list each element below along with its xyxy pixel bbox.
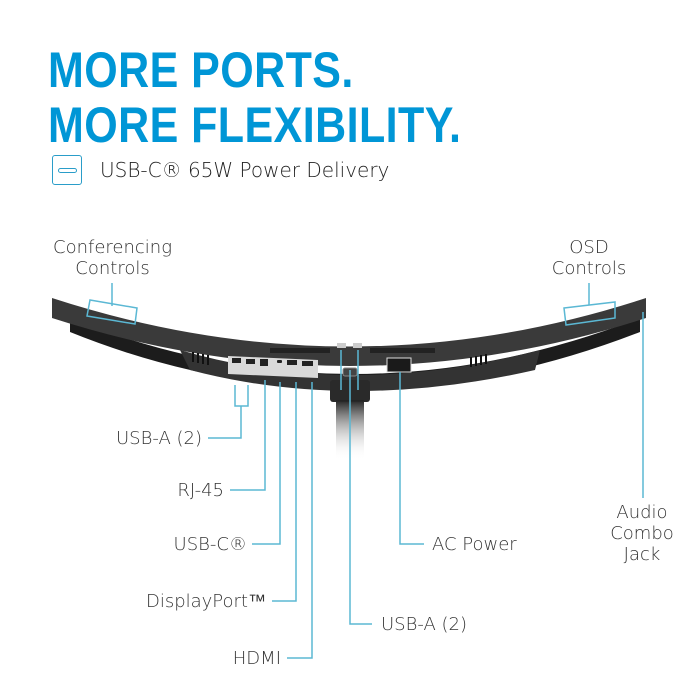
feature-usb-c-power: USB-C® 65W Power Delivery [52, 155, 389, 185]
headline-line-1: MORE PORTS. [48, 42, 354, 98]
callout-osd-line2: Controls [551, 258, 627, 279]
usb-a-port-1 [232, 358, 241, 363]
callout-displayport: DisplayPort™ [145, 591, 266, 612]
ac-power-socket [386, 357, 412, 373]
feature-label: USB-C® 65W Power Delivery [100, 158, 390, 182]
callout-rj45: RJ-45 [177, 480, 224, 501]
headline-line-2: MORE FLEXIBILITY. [48, 97, 462, 153]
callout-osd-controls: OSD Controls [540, 237, 638, 279]
usb-c-icon [52, 155, 82, 185]
callout-audio-line3: Jack [623, 544, 661, 565]
callout-usb-a-left: USB-A (2) [115, 428, 202, 449]
displayport-port [287, 360, 297, 365]
callout-osd-line1: OSD [569, 237, 609, 258]
hdmi-port [302, 361, 313, 366]
callout-conferencing-line1: Conferencing [53, 237, 172, 258]
callout-audio-line1: Audio [616, 502, 668, 523]
usb-a-center-port-2 [353, 343, 362, 348]
callout-ac-power: AC Power [432, 534, 517, 555]
callout-hdmi: HDMI [232, 648, 281, 669]
rj45-port [260, 359, 268, 366]
callout-conferencing-line2: Controls [75, 258, 150, 279]
usb-a-port-2 [246, 359, 255, 364]
callout-usb-a-center: USB-A (2) [381, 614, 468, 635]
usb-c-port [277, 360, 282, 363]
io-band [180, 350, 540, 391]
usb-a-center-port-1 [337, 343, 346, 348]
callout-conferencing-controls: Conferencing Controls [50, 237, 175, 279]
callout-lines [86, 283, 644, 659]
callout-audio-combo-jack: Audio Combo Jack [600, 502, 684, 565]
callout-usb-c: USB-C® [173, 534, 247, 555]
monitor-bezel [52, 298, 646, 366]
callout-audio-line2: Combo [610, 523, 674, 544]
